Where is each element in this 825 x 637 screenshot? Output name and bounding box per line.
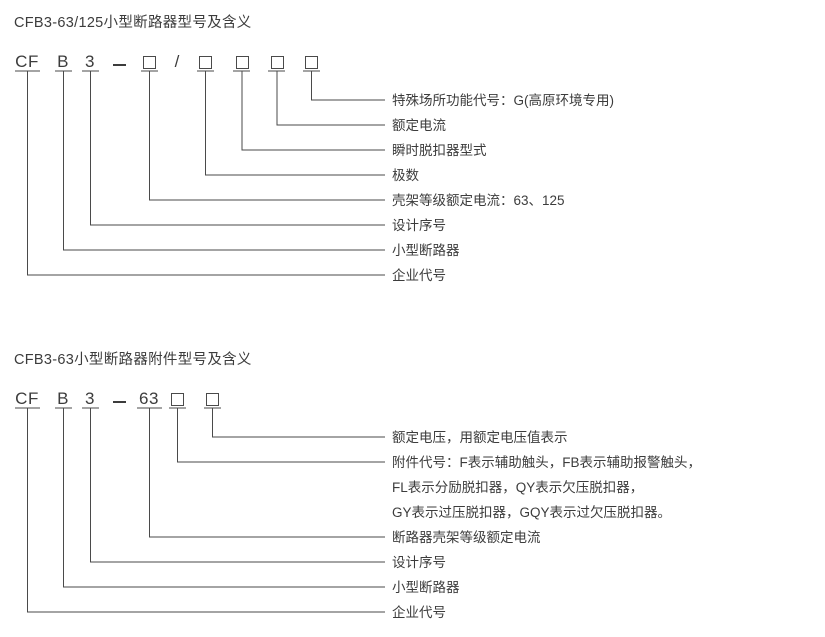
acc-label-enterprise-code: 企业代号 (392, 605, 446, 620)
acc-code-segment-box-accessory (171, 393, 184, 406)
acc-code-segment-63: 63 (139, 389, 159, 408)
label-enterprise-code: 企业代号 (392, 268, 446, 283)
diagram-title: CFB3-63/125小型断路器型号及含义 (14, 15, 252, 31)
acc-code-segment-dash (113, 401, 126, 404)
acc-label-design-serial: 设计序号 (392, 555, 446, 570)
acc-code-segment-3: 3 (85, 389, 95, 408)
label-design-serial: 设计序号 (392, 218, 446, 233)
acc-label-miniature-breaker: 小型断路器 (392, 580, 460, 595)
code-segment-box-current (271, 56, 284, 69)
acc-label-frame-rated-current: 断路器壳架等级额定电流 (392, 530, 541, 545)
code-segment-3: 3 (85, 52, 95, 71)
code-segment-b: B (57, 52, 69, 71)
label-special-function: 特殊场所功能代号：G(高原环境专用) (392, 93, 614, 108)
label-miniature-breaker: 小型断路器 (392, 243, 460, 258)
acc-label-rated-voltage: 额定电压，用额定电压值表示 (392, 430, 568, 445)
acc-label-accessory-code-line3: GY表示过压脱扣器，GQY表示过欠压脱扣器。 (392, 505, 672, 520)
code-segment-dash (113, 64, 126, 67)
code-segment-box-poles (199, 56, 212, 69)
code-segment-box-special (305, 56, 318, 69)
acc-label-accessory-code-line2: FL表示分励脱扣器，QY表示欠压脱扣器， (392, 480, 644, 495)
acc-code-segment-b: B (57, 389, 69, 408)
acc-code-segment-cf: CF (15, 389, 39, 408)
code-segment-slash: / (174, 52, 180, 71)
acc-code-segment-box-voltage (206, 393, 219, 406)
label-rated-current: 额定电流 (392, 118, 446, 133)
diagram-title-accessory: CFB3-63小型断路器附件型号及含义 (14, 352, 252, 368)
acc-label-accessory-code: 附件代号：F表示辅助触头，FB表示辅助报警触头， FL表示分励脱扣器，QY表示欠… (392, 450, 701, 525)
acc-label-accessory-code-line1: 附件代号：F表示辅助触头，FB表示辅助报警触头， (392, 455, 701, 470)
label-pole-number: 极数 (392, 168, 419, 183)
label-frame-rated-current: 壳架等级额定电流：63、125 (392, 193, 565, 208)
code-segment-box-frame (143, 56, 156, 69)
code-segment-box-trip (236, 56, 249, 69)
label-instantaneous-trip: 瞬时脱扣器型式 (392, 143, 487, 158)
code-segment-cf: CF (15, 52, 39, 71)
